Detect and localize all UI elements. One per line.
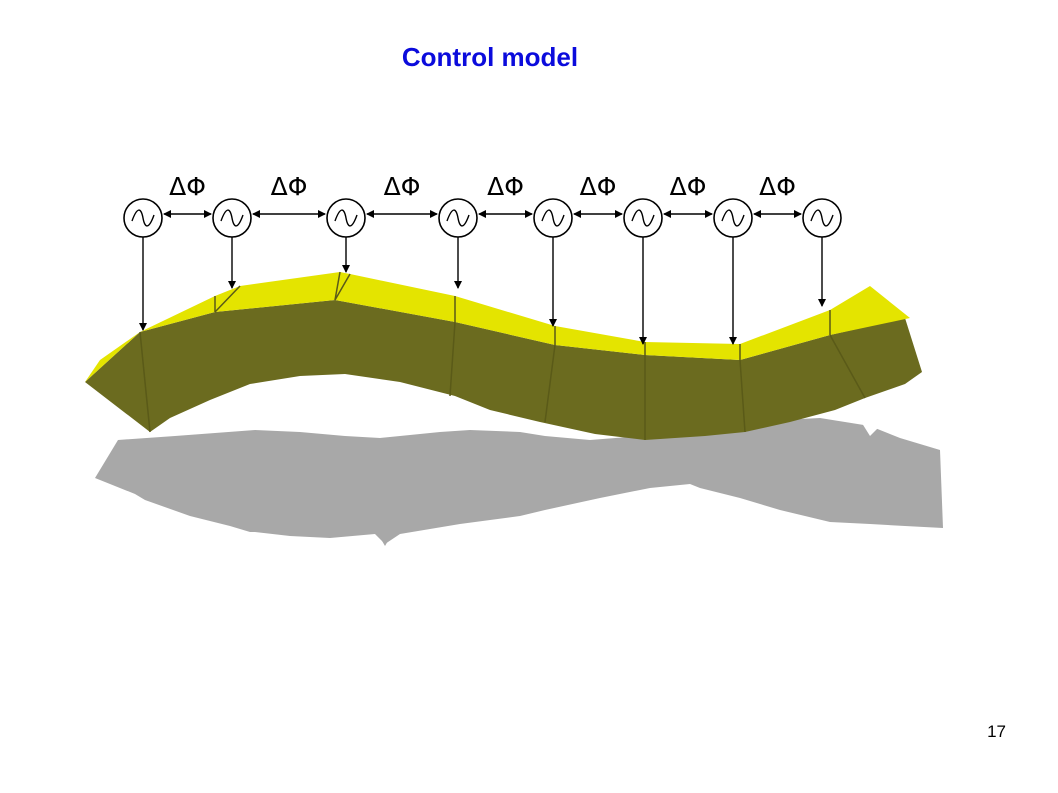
sine-wave-circle-icon [810, 209, 834, 227]
segment-divider [544, 344, 556, 423]
phase-coupling-5: ΔΦ [573, 172, 623, 218]
segment-divider [449, 321, 456, 397]
phase-difference-label: ΔΦ [759, 172, 796, 201]
phase-difference-label: ΔΦ [487, 172, 524, 201]
slide-title: Control model [401, 42, 579, 72]
segment-divider [829, 334, 866, 399]
sine-wave-circle-icon [446, 209, 470, 227]
phase-coupling-6: ΔΦ [663, 172, 713, 218]
oscillator-1 [123, 198, 163, 331]
sine-wave-circle-icon [334, 209, 358, 227]
sine-wave-circle-icon [220, 209, 244, 227]
phase-coupling-2: ΔΦ [252, 172, 326, 218]
phase-coupling-3: ΔΦ [366, 172, 438, 218]
segment-divider [334, 273, 351, 301]
sine-wave-circle-icon [131, 209, 155, 227]
snake-body-top [85, 272, 910, 382]
phase-coupling-4: ΔΦ [478, 172, 533, 218]
phase-difference-label: ΔΦ [670, 172, 707, 201]
phase-difference-label: ΔΦ [580, 172, 617, 201]
oscillator-2 [212, 198, 252, 289]
phase-coupling-7: ΔΦ [753, 172, 802, 218]
oscillator-5 [533, 198, 573, 327]
oscillator-7 [713, 198, 753, 345]
phase-difference-label: ΔΦ [384, 172, 421, 201]
sine-wave-circle-icon [721, 209, 745, 227]
sine-wave-circle-icon [631, 209, 655, 227]
oscillator-8 [802, 198, 842, 307]
oscillator-3 [326, 198, 366, 273]
oscillator-chain: ΔΦ ΔΦ ΔΦ ΔΦ ΔΦ ΔΦ ΔΦ [123, 172, 842, 345]
phase-coupling-1: ΔΦ [163, 172, 212, 218]
phase-difference-label: ΔΦ [271, 172, 308, 201]
snake-body-side [85, 300, 922, 440]
phase-difference-label: ΔΦ [169, 172, 206, 201]
segment-divider [214, 285, 241, 313]
sine-wave-circle-icon [541, 209, 565, 227]
oscillator-4 [438, 198, 478, 289]
segment-divider [739, 359, 746, 433]
segment-divider [139, 331, 151, 433]
page-number: 17 [987, 722, 1006, 741]
oscillator-6 [623, 198, 663, 345]
segment-divider [334, 271, 341, 301]
segment-dividers [139, 271, 866, 440]
body-shadow [95, 418, 943, 546]
